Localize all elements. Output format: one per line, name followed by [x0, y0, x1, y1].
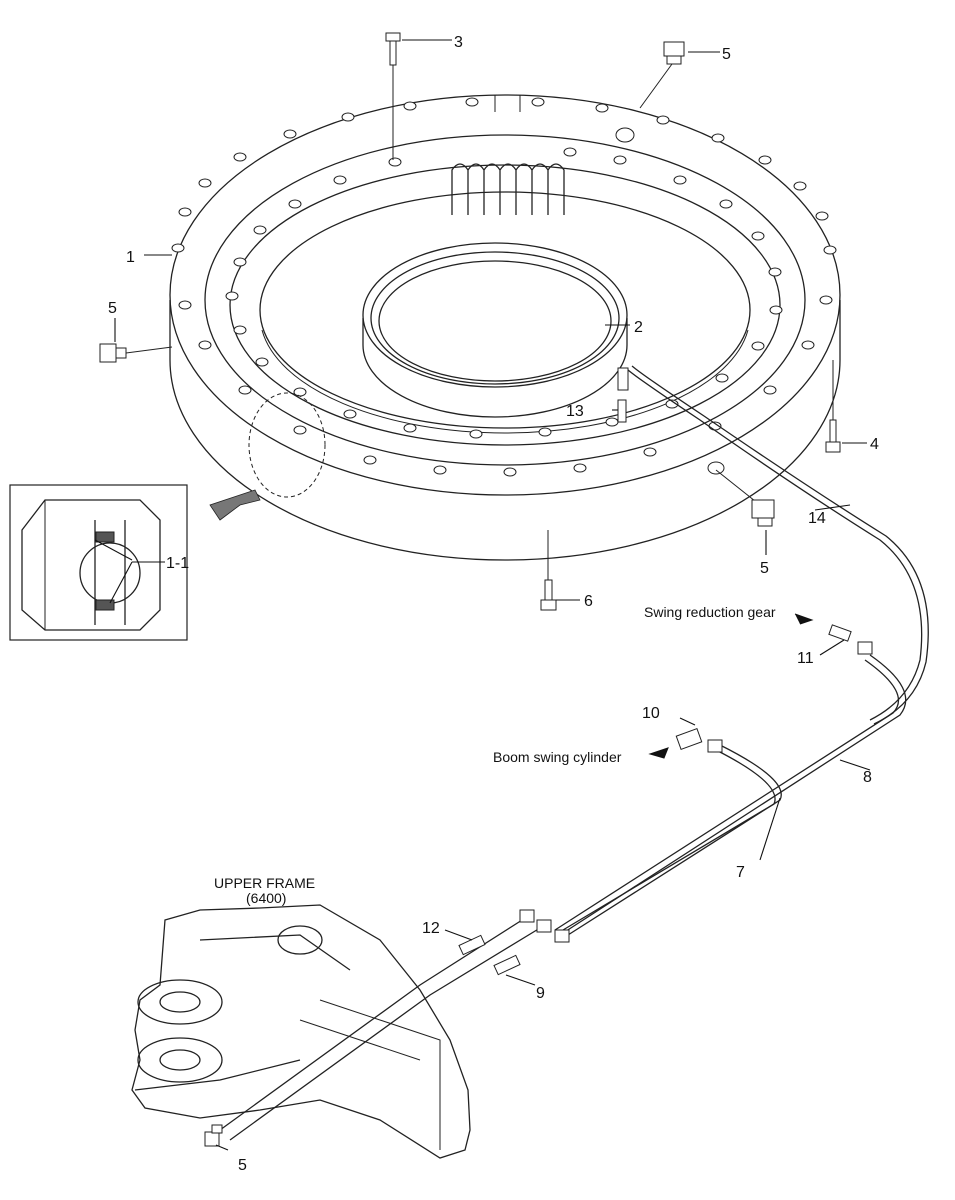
label-part-6: 6 — [584, 593, 593, 610]
fitting-9-icon — [493, 954, 521, 976]
label-part-14: 14 — [808, 510, 826, 527]
leader-lines — [94, 39, 871, 1151]
bolt-6-icon — [540, 530, 557, 611]
arrow-to-swing-gear — [794, 613, 814, 625]
plug-5-top-icon — [639, 41, 685, 109]
label-part-1-1: 1-1 — [166, 555, 189, 572]
fitting-11-icon — [828, 624, 852, 642]
note-swing-reduction-gear: Swing reduction gear — [644, 604, 776, 620]
detail-arrow — [209, 489, 261, 521]
label-part-8: 8 — [863, 769, 872, 786]
label-part-12: 12 — [422, 920, 440, 937]
note-upper-frame: UPPER FRAME — [214, 875, 315, 891]
hose-end-b-icon — [536, 919, 552, 933]
label-part-5-left: 5 — [108, 300, 117, 317]
hose-to-frame — [219, 914, 546, 1141]
label-part-5-top: 5 — [722, 46, 731, 63]
fitting-12-icon — [458, 934, 486, 956]
hose-14 — [627, 365, 929, 725]
hose-end-c-icon — [554, 929, 570, 943]
upper-frame — [131, 904, 471, 1159]
plug-5-bottom-icon — [204, 1124, 223, 1147]
fitting-10-icon — [675, 728, 703, 750]
arrow-to-boom-cylinder — [648, 747, 669, 759]
label-part-4: 4 — [870, 436, 879, 453]
fitting-10b-icon — [707, 739, 723, 753]
plug-5-mid-icon — [715, 469, 775, 527]
detail-zoom-circle — [248, 392, 326, 498]
fitting-13-icon — [617, 367, 629, 423]
note-upper-frame-code: (6400) — [246, 890, 286, 906]
label-part-2: 2 — [634, 319, 643, 336]
note-boom-swing-cylinder: Boom swing cylinder — [493, 749, 622, 765]
bolt-4-icon — [825, 360, 841, 453]
swing-bearing-ring — [169, 94, 841, 561]
label-part-13: 13 — [566, 403, 584, 420]
hose-7 — [562, 744, 782, 936]
fitting-11b-icon — [857, 641, 873, 655]
plug-5-left-icon — [99, 343, 173, 363]
bolt-holes-outer — [171, 97, 837, 477]
label-part-10: 10 — [642, 705, 660, 722]
label-part-5-bottom: 5 — [238, 1157, 247, 1174]
hose-8 — [554, 654, 907, 936]
label-part-9: 9 — [536, 985, 545, 1002]
label-part-1: 1 — [126, 249, 135, 266]
hose-end-a-icon — [519, 909, 535, 923]
bolt-3-icon — [385, 32, 401, 160]
label-part-7: 7 — [736, 864, 745, 881]
label-part-5-mid: 5 — [760, 560, 769, 577]
label-part-3: 3 — [454, 34, 463, 51]
bolt-holes-inner — [225, 147, 783, 439]
label-part-11: 11 — [797, 650, 814, 667]
seal-ring — [362, 242, 628, 418]
